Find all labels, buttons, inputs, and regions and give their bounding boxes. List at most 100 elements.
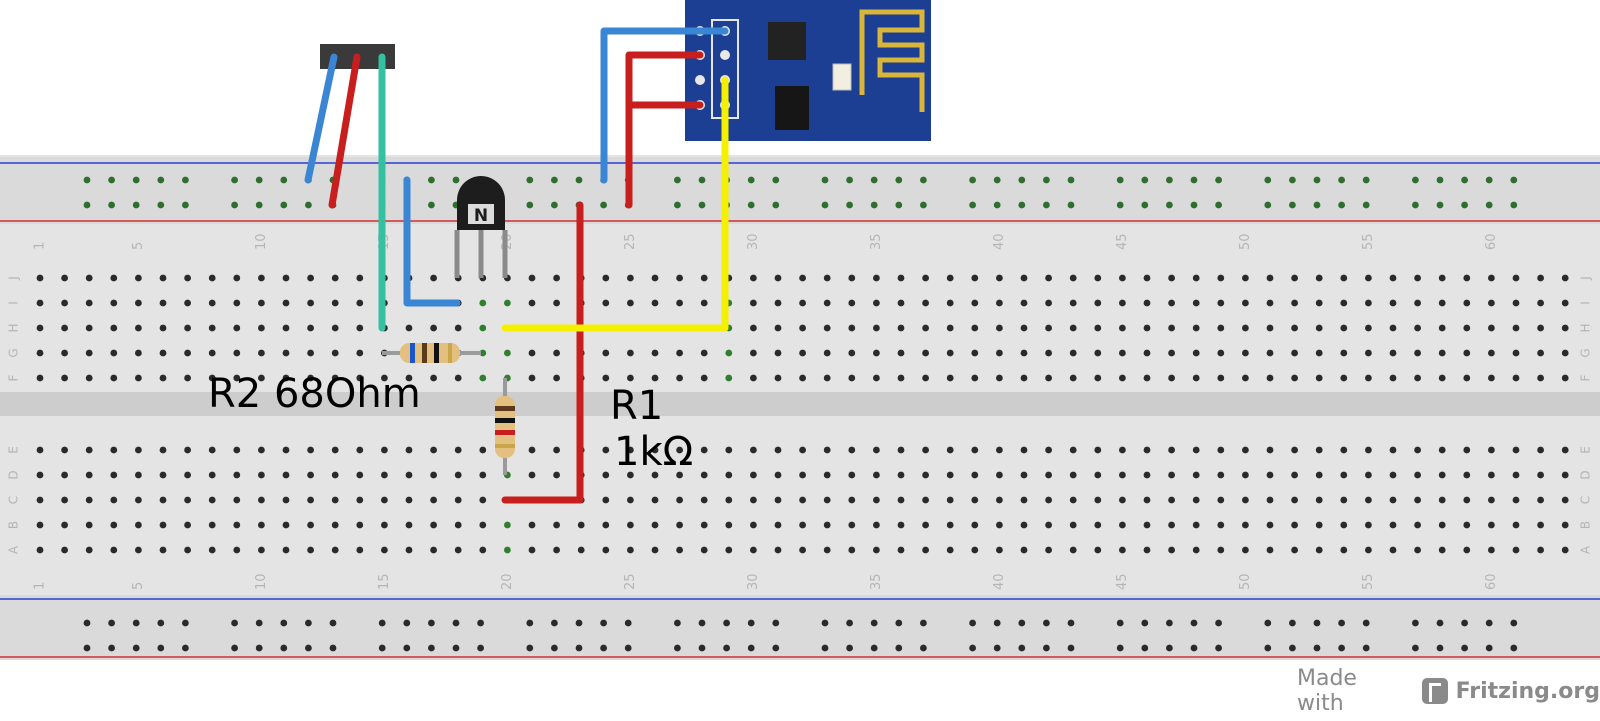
column-number: 5	[131, 242, 146, 250]
breadboard-hole	[233, 299, 241, 307]
breadboard-hole	[1340, 324, 1348, 332]
wire-yellow-esp	[501, 76, 729, 332]
row-letter: J	[7, 276, 21, 281]
power-rail-hole	[378, 644, 386, 652]
breadboard-hole	[1217, 521, 1225, 529]
breadboard-hole	[1192, 471, 1200, 479]
breadboard-hole	[1561, 471, 1569, 479]
breadboard-hole	[676, 446, 683, 454]
breadboard-hole	[700, 521, 708, 529]
breadboard-hole	[750, 546, 757, 554]
breadboard-hole	[1168, 274, 1175, 282]
breadboard-hole	[1365, 374, 1372, 382]
breadboard-hole	[1512, 496, 1520, 504]
breadboard-hole	[627, 349, 634, 357]
power-rail-hole	[674, 619, 681, 627]
power-rail-hole	[1190, 644, 1198, 652]
breadboard-hole	[897, 349, 905, 357]
breadboard-hole	[897, 496, 905, 504]
breadboard-hole	[258, 274, 265, 282]
breadboard-hole	[1488, 299, 1495, 307]
breadboard-hole	[135, 299, 142, 307]
breadboard-hole	[528, 546, 536, 554]
power-rail-hole	[1067, 201, 1075, 209]
power-rail-hole	[329, 619, 337, 627]
breadboard-hole	[356, 496, 364, 504]
breadboard-hole	[897, 299, 905, 307]
breadboard-hole	[159, 546, 167, 554]
r1-value-label: 1kΩ	[614, 429, 694, 475]
breadboard-hole	[1488, 374, 1495, 382]
breadboard-hole	[331, 274, 339, 282]
power-rail-hole	[895, 619, 903, 627]
breadboard-hole	[848, 446, 856, 454]
breadboard-hole	[479, 349, 487, 357]
breadboard-hole	[1365, 349, 1372, 357]
breadboard-hole	[971, 299, 979, 307]
breadboard-hole	[258, 446, 265, 454]
breadboard-hole	[1414, 471, 1421, 479]
breadboard-hole	[1488, 471, 1495, 479]
breadboard-hole	[1069, 324, 1077, 332]
breadboard-hole	[233, 374, 241, 382]
breadboard-hole	[1438, 299, 1446, 307]
breadboard-hole	[1340, 521, 1348, 529]
breadboard-hole	[1414, 546, 1421, 554]
power-rail-hole	[624, 644, 632, 652]
breadboard-hole	[971, 546, 979, 554]
breadboard-hole	[823, 521, 831, 529]
breadboard-hole	[1389, 349, 1397, 357]
breadboard-hole	[258, 496, 265, 504]
breadboard-hole	[1537, 521, 1544, 529]
breadboard-hole	[1242, 496, 1249, 504]
breadboard-hole	[430, 374, 437, 382]
breadboard-hole	[996, 446, 1003, 454]
breadboard-hole	[823, 546, 831, 554]
power-rail-hole	[1338, 176, 1345, 184]
power-rail-hole	[920, 644, 927, 652]
column-number: 20	[500, 573, 515, 590]
breadboard-hole	[1438, 546, 1446, 554]
breadboard-hole	[1512, 274, 1520, 282]
breadboard-hole	[454, 546, 462, 554]
power-rail-hole	[1166, 176, 1173, 184]
breadboard-hole	[1291, 546, 1298, 554]
breadboard-hole	[282, 374, 290, 382]
breadboard-hole	[922, 274, 929, 282]
power-rail-hole	[969, 201, 976, 209]
breadboard-hole	[799, 324, 806, 332]
breadboard-hole	[282, 299, 290, 307]
breadboard-hole	[848, 349, 856, 357]
breadboard-hole	[430, 521, 437, 529]
power-rail-hole	[157, 644, 165, 652]
power-rail-hole	[698, 619, 706, 627]
breadboard-hole	[627, 546, 634, 554]
breadboard-hole	[873, 324, 880, 332]
power-rail-hole	[452, 619, 460, 627]
breadboard-hole	[1094, 546, 1102, 554]
breadboard-hole	[1315, 299, 1323, 307]
breadboard-hole	[602, 299, 610, 307]
npn-transistor: N	[454, 176, 508, 278]
breadboard-hole	[184, 374, 192, 382]
breadboard-hole	[1365, 274, 1372, 282]
breadboard-hole	[1094, 349, 1102, 357]
breadboard-hole	[1143, 471, 1151, 479]
breadboard-hole	[381, 471, 388, 479]
breadboard-hole	[1217, 471, 1225, 479]
power-rail-hole	[772, 201, 780, 209]
power-rail-hole	[231, 176, 239, 184]
breadboard-hole	[1119, 471, 1126, 479]
breadboard-hole	[479, 374, 487, 382]
breadboard-hole	[799, 446, 806, 454]
power-rail-hole	[1510, 619, 1518, 627]
breadboard-hole	[1168, 299, 1175, 307]
breadboard-hole	[233, 324, 241, 332]
breadboard-hole	[848, 299, 856, 307]
breadboard-hole	[750, 446, 757, 454]
breadboard-hole	[233, 546, 241, 554]
breadboard-hole	[85, 521, 93, 529]
breadboard-hole	[1414, 274, 1421, 282]
wires	[304, 27, 729, 504]
breadboard-hole	[159, 274, 167, 282]
